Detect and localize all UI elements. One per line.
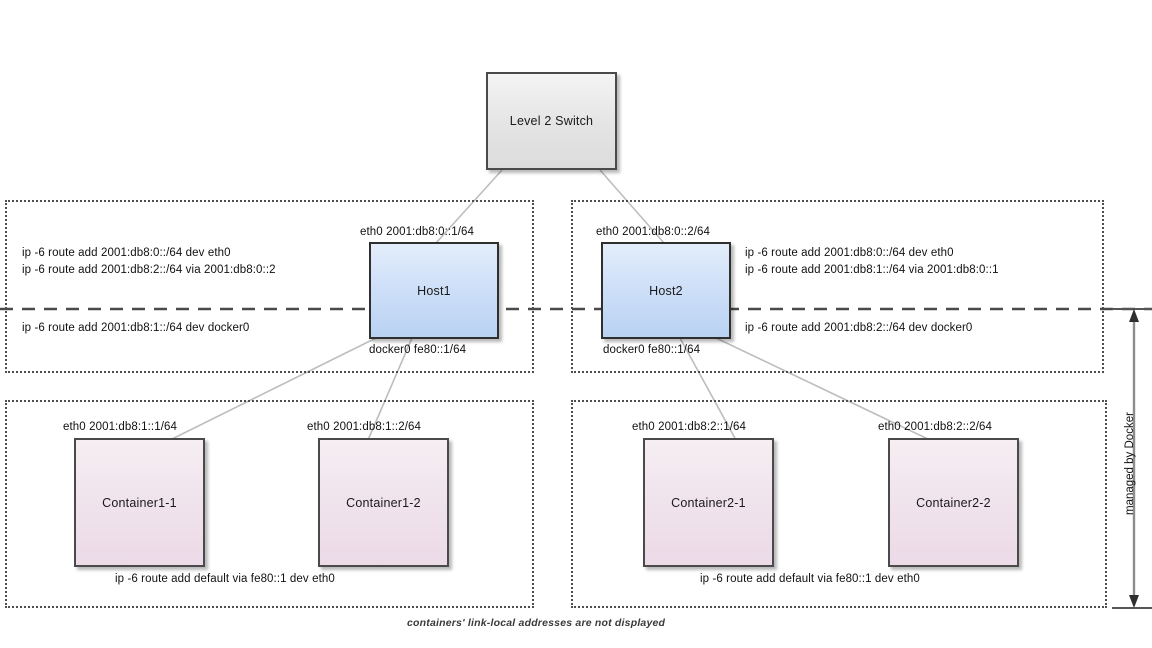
host2-zone (571, 200, 1104, 373)
node-container2-2[interactable]: Container2-2 (888, 438, 1019, 567)
node-host1-label: Host1 (417, 283, 451, 298)
host1-zone (5, 200, 534, 373)
node-host1[interactable]: Host1 (369, 242, 499, 339)
node-container2-2-label: Container2-2 (916, 495, 991, 510)
label-container2-2-eth0: eth0 2001:db8:2::2/64 (878, 421, 993, 433)
route-host2-above-1: ip -6 route add 2001:db8:0::/64 dev eth0 (745, 247, 954, 259)
route-container-zone-right: ip -6 route add default via fe80::1 dev … (700, 573, 920, 585)
route-container-zone-left: ip -6 route add default via fe80::1 dev … (115, 573, 335, 585)
route-host2-above-2: ip -6 route add 2001:db8:1::/64 via 2001… (745, 264, 999, 276)
route-host1-above-1: ip -6 route add 2001:db8:0::/64 dev eth0 (22, 247, 231, 259)
label-host1-eth0: eth0 2001:db8:0::1/64 (360, 226, 475, 238)
label-container1-1-eth0: eth0 2001:db8:1::1/64 (63, 421, 178, 433)
route-host1-above-2: ip -6 route add 2001:db8:2::/64 via 2001… (22, 264, 276, 276)
managed-by-docker-label: managed by Docker (1124, 412, 1136, 515)
managed-arrow-head-up (1129, 309, 1139, 322)
label-container1-2-eth0: eth0 2001:db8:1::2/64 (307, 421, 422, 433)
node-container2-1[interactable]: Container2-1 (643, 438, 774, 567)
node-container1-2[interactable]: Container1-2 (318, 438, 449, 567)
label-host1-docker0: docker0 fe80::1/64 (369, 344, 467, 356)
route-host2-below: ip -6 route add 2001:db8:2::/64 dev dock… (745, 322, 973, 334)
node-container1-1-label: Container1-1 (102, 495, 177, 510)
node-host2-label: Host2 (649, 283, 683, 298)
managed-arrow-head-down (1129, 595, 1139, 608)
label-host2-eth0: eth0 2001:db8:0::2/64 (596, 226, 711, 238)
node-container2-1-label: Container2-1 (671, 495, 746, 510)
route-host1-below: ip -6 route add 2001:db8:1::/64 dev dock… (22, 322, 250, 334)
container2-zone (571, 400, 1107, 608)
label-container2-1-eth0: eth0 2001:db8:2::1/64 (632, 421, 747, 433)
node-container1-2-label: Container1-2 (346, 495, 421, 510)
diagram-caption: containers' link-local addresses are not… (407, 617, 666, 629)
label-host2-docker0: docker0 fe80::1/64 (603, 344, 701, 356)
container1-zone (5, 400, 534, 608)
node-level2-switch[interactable]: Level 2 Switch (486, 72, 617, 170)
node-host2[interactable]: Host2 (601, 242, 731, 339)
node-container1-1[interactable]: Container1-1 (74, 438, 205, 567)
node-level2-switch-label: Level 2 Switch (509, 114, 594, 128)
